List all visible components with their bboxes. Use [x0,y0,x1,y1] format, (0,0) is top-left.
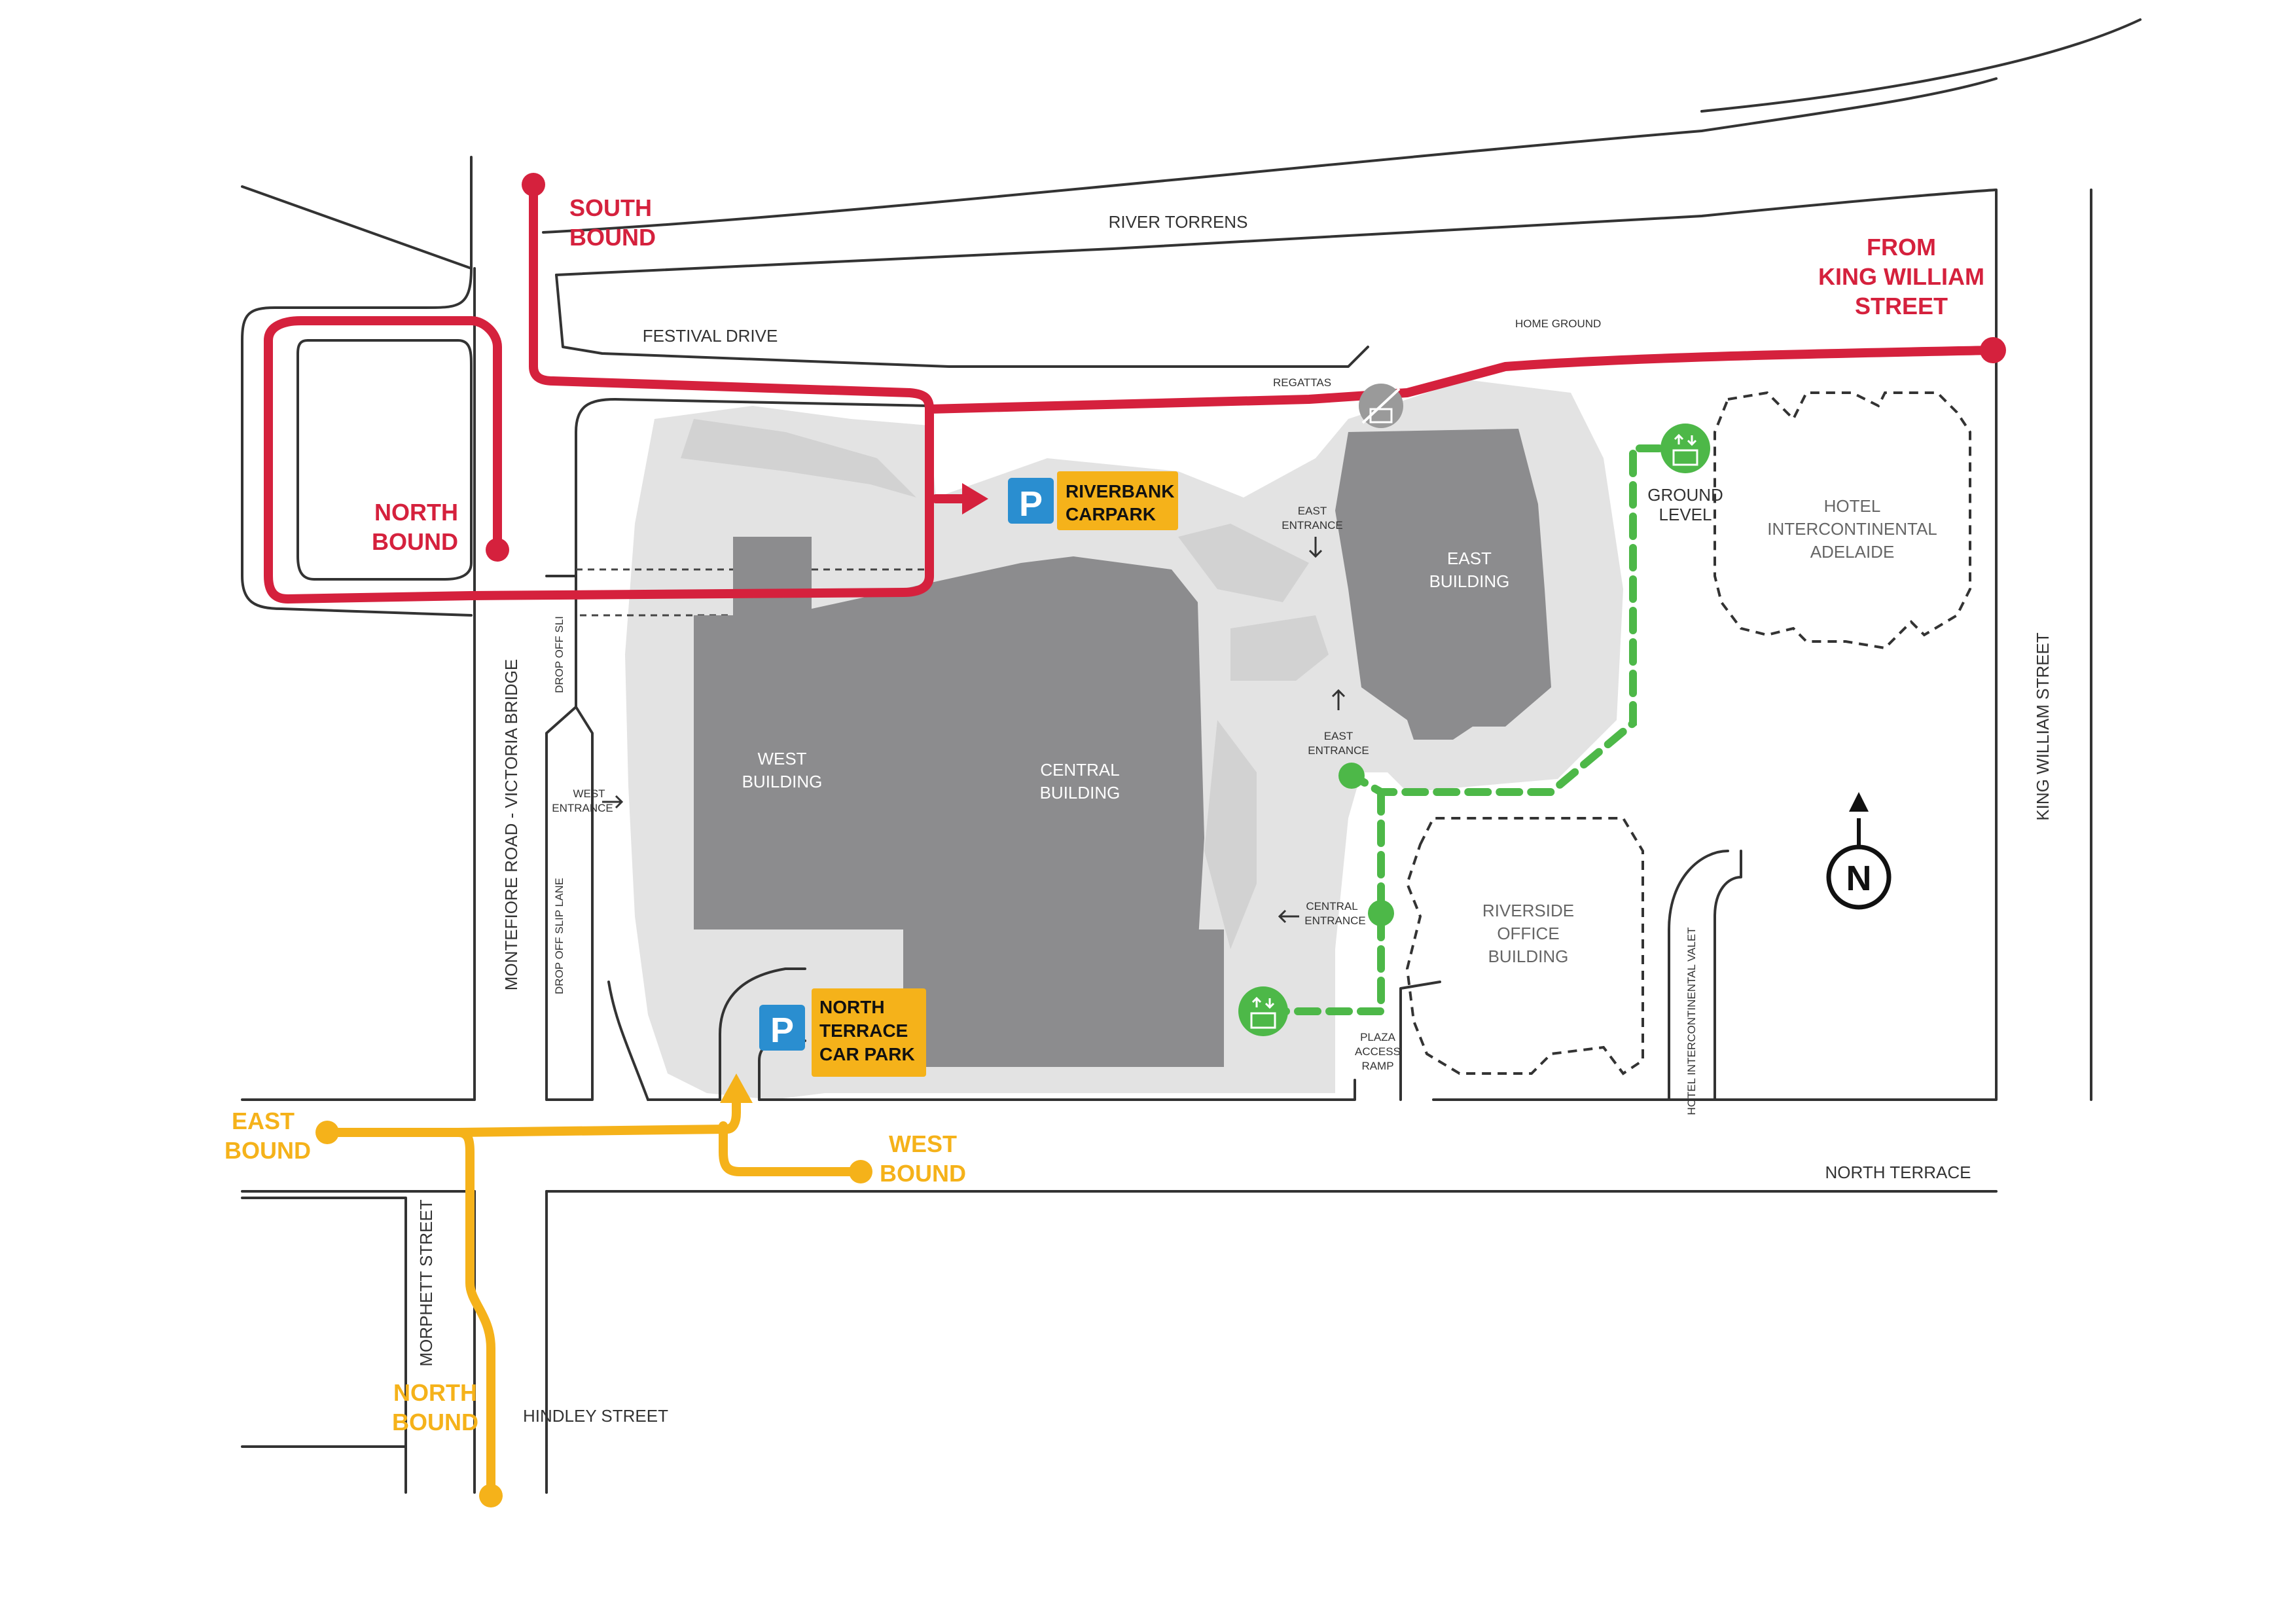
east-bound-label-2: BOUND [224,1137,311,1164]
hotel-label-1: HOTEL [1824,496,1881,516]
west-entrance-2: ENTRANCE [552,802,613,814]
east-entrance-top-1: EAST [1298,505,1327,517]
east-bound-label-1: EAST [232,1108,295,1134]
east-building-label-2: BUILDING [1429,571,1510,591]
drop-off-top-label: DROP OFF SLI [553,616,565,693]
west-building-lower [694,615,903,929]
plaza-ramp-1: PLAZA [1360,1031,1396,1043]
riverside-label-2: OFFICE [1497,924,1559,943]
road-network [241,18,2142,1494]
festival-drive-label: FESTIVAL DRIVE [643,326,778,346]
arrow-up-icon [1331,689,1346,710]
compass-letter: N [1846,859,1872,898]
plaza-ramp-2: ACCESS [1355,1045,1401,1058]
north-bound-red-label-2: BOUND [372,528,458,555]
lift-icon [1660,424,1710,473]
hotel-valet-label: HOTEL INTERCONTINENTAL VALET [1685,927,1698,1115]
yellow-route-east [323,1128,495,1500]
yellow-endpoint-west [849,1160,872,1183]
hotel-outline [1713,391,1971,650]
west-building-label-2: BUILDING [742,772,823,791]
north-terrace-label-1: NORTH [819,997,885,1017]
west-building-label-1: WEST [757,749,806,768]
east-building [1335,429,1551,740]
river-torrens-label: RIVER TORRENS [1109,212,1248,232]
red-route-south [529,180,934,414]
entrance-arrows [602,537,1346,924]
hotel-label-3: ADELAIDE [1810,542,1895,562]
south-bound-label-1: SOUTH [569,194,652,221]
drop-off-bottom-label: DROP OFF SLIP LANE [553,878,565,994]
home-ground-label: HOME GROUND [1515,317,1601,330]
from-king-william-label-3: STREET [1855,293,1948,319]
north-terrace-label-3: CAR PARK [819,1044,915,1064]
green-node-east-entrance [1338,763,1365,789]
hindley-street-label: HINDLEY STREET [523,1406,668,1426]
lift-icon [1238,986,1288,1036]
riverside-outline [1405,817,1644,1075]
arrow-right-icon [602,795,624,809]
north-bound-yellow-label-1: NORTH [393,1379,477,1406]
north-bound-red-label-1: NORTH [374,499,458,526]
ground-level-1: GROUND [1647,485,1723,505]
north-bound-yellow-label-2: BOUND [392,1409,478,1435]
yellow-endpoint-north [479,1484,503,1507]
green-route-group [1276,444,1663,1015]
no-lift-access-icon [1359,384,1403,428]
arrow-left-icon [1278,909,1299,924]
red-endpoint-south [522,173,545,196]
riverbank-parking: P RIVERBANK CARPARK [1008,471,1178,530]
yellow-endpoint-east [315,1121,339,1144]
parking-symbol: P [1019,484,1043,524]
from-king-william-label-1: FROM [1867,234,1936,261]
central-building-label-2: BUILDING [1040,783,1121,803]
from-king-william-label-2: KING WILLIAM [1818,263,1984,290]
central-entrance-1: CENTRAL [1306,900,1357,912]
plaza-paths [681,419,1329,949]
red-endpoint-east [1980,337,2006,363]
king-william-label: KING WILLIAM STREET [2033,632,2053,821]
north-arrow-icon: N [1826,792,1892,910]
red-route-group [264,173,2006,604]
riverbank-label-2: CARPARK [1066,504,1156,524]
north-terrace-street-label: NORTH TERRACE [1825,1163,1971,1182]
west-bound-label-1: WEST [889,1130,957,1157]
west-entrance-1: WEST [573,787,605,800]
plaza-ramp-3: RAMP [1361,1060,1393,1072]
green-route-path [1276,444,1663,1015]
east-entrance-top-2: ENTRANCE [1282,519,1343,532]
yellow-route-west [719,1121,865,1176]
arrow-down-icon [1308,537,1323,558]
red-route-main [264,316,1998,604]
green-node-central [1368,900,1394,926]
central-entrance-2: ENTRANCE [1304,914,1366,927]
montefiore-label: MONTEFIORE ROAD - VICTORIA BRIDGE [501,659,521,991]
riverside-label-1: RIVERSIDE [1482,901,1574,920]
ground-level-2: LEVEL [1659,505,1712,524]
south-bound-label-2: BOUND [569,224,656,251]
east-building-label-1: EAST [1447,549,1492,568]
central-building-label-1: CENTRAL [1040,760,1119,780]
yellow-route-arrowhead [720,1074,753,1103]
west-bound-label-2: BOUND [880,1160,966,1187]
red-endpoint-north [486,538,509,562]
east-entrance-bottom-2: ENTRANCE [1308,744,1369,757]
riverside-label-3: BUILDING [1488,947,1569,966]
east-entrance-bottom-1: EAST [1324,730,1353,742]
parking-icon [1008,478,1054,524]
hotel-label-2: INTERCONTINENTAL [1767,519,1937,539]
morphett-street-label: MORPHETT STREET [416,1199,436,1366]
regattas-label: REGATTAS [1273,376,1331,389]
north-terrace-parking: P NORTH TERRACE CAR PARK [759,988,926,1077]
north-terrace-label-2: TERRACE [819,1020,908,1041]
central-building-lower [903,929,1224,1067]
parking-symbol: P [770,1011,794,1050]
riverbank-label-1: RIVERBANK [1066,481,1174,501]
red-route-arrowhead [962,483,988,514]
parking-icon [759,1005,805,1051]
yellow-route-group [315,1074,872,1507]
